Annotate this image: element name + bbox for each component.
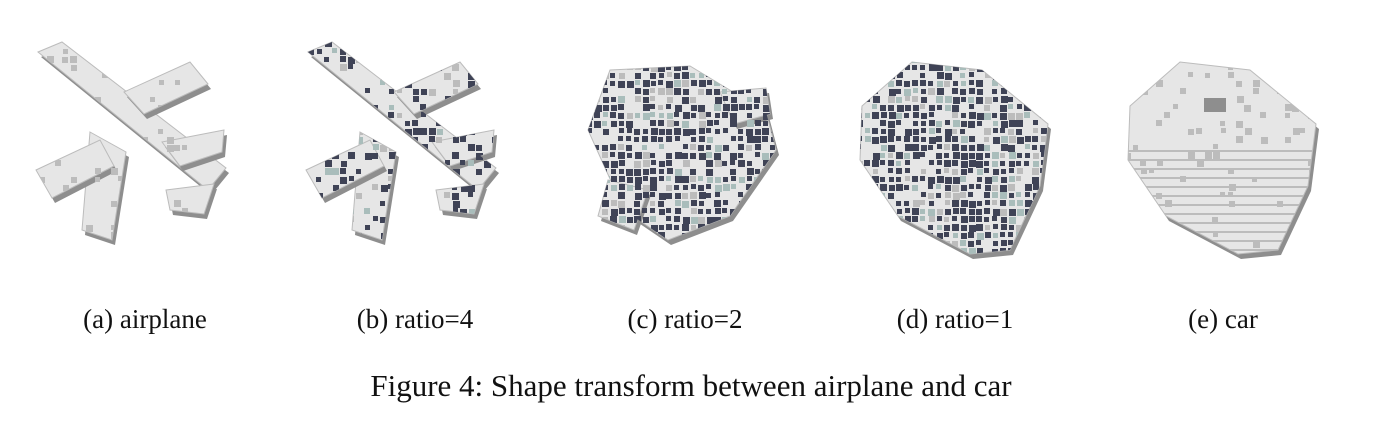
panel-ratio-4: (b) ratio=4 bbox=[300, 40, 530, 340]
panel-ratio-1: (d) ratio=1 bbox=[840, 40, 1070, 340]
voxel-render-ratio-2 bbox=[587, 65, 779, 245]
voxel-render-ratio-1 bbox=[859, 61, 1051, 259]
caption-ratio-2: (c) ratio=2 bbox=[627, 304, 743, 334]
caption-ratio-4: (b) ratio=4 bbox=[356, 304, 474, 334]
figure-caption: Figure 4: Shape transform between airpla… bbox=[370, 368, 1012, 403]
panel-ratio-2: (c) ratio=2 bbox=[570, 40, 800, 340]
caption-car: (e) car bbox=[1188, 304, 1258, 334]
panel-airplane: (a) airplane bbox=[30, 40, 260, 340]
voxel-render-ratio-4 bbox=[305, 41, 499, 245]
panel-car: (e) car bbox=[1108, 40, 1338, 340]
voxel-render-car bbox=[1127, 61, 1319, 259]
caption-ratio-1: (d) ratio=1 bbox=[896, 304, 1014, 334]
caption-airplane: (a) airplane bbox=[83, 304, 207, 334]
voxel-render-airplane bbox=[35, 41, 229, 245]
